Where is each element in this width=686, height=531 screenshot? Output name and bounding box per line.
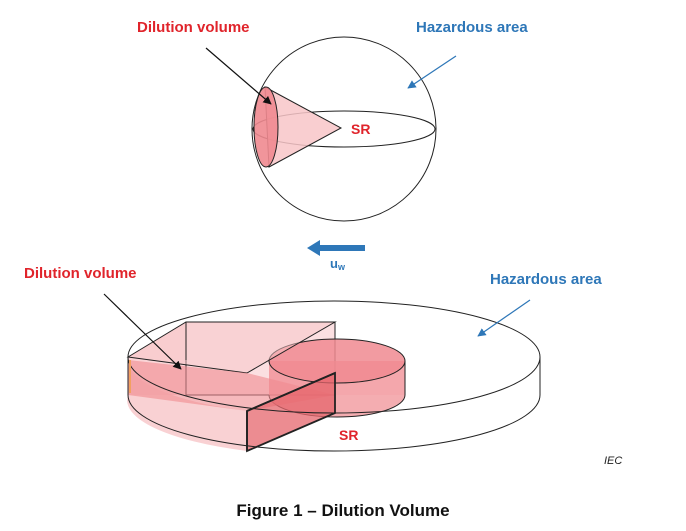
dilution-cone-base: [253, 86, 279, 168]
sphere-equator: [252, 110, 436, 148]
dilution-box-front-top-edge: [246, 372, 336, 412]
bottom-hazard-label: Hazardous area: [490, 271, 602, 288]
top-hazard-leader: [407, 55, 457, 89]
cylinder-back-outline: [127, 300, 541, 358]
cylinder-top-front-outline: [127, 356, 541, 414]
hazard-sphere: [251, 36, 437, 222]
wind-arrow-icon: [307, 240, 320, 256]
iec-credit: IEC: [604, 455, 622, 467]
cylinder-bottom-front-outline: [127, 394, 541, 452]
top-diagram: Dilution volume Hazardous area SR: [137, 19, 528, 222]
cylinder-left-wall-tint: [127, 357, 247, 451]
top-dilution-label: Dilution volume: [137, 19, 250, 36]
top-hazard-label: Hazardous area: [416, 19, 528, 36]
bottom-hazard-leader: [477, 299, 531, 337]
wind-indicator: uw: [307, 240, 365, 272]
figure-caption: Figure 1 – Dilution Volume: [236, 501, 449, 520]
bottom-dilution-leader: [103, 293, 182, 370]
top-dilution-leader: [205, 47, 272, 105]
bottom-dilution-label: Dilution volume: [24, 265, 137, 282]
wind-label: uw: [330, 256, 346, 272]
top-source-label: SR: [351, 121, 370, 137]
wind-label-main: u: [330, 256, 338, 271]
dilution-box-top-face: [126, 321, 337, 374]
bottom-source-label: SR: [339, 427, 358, 443]
wind-arrow-shaft: [318, 245, 365, 251]
wind-label-subscript: w: [337, 262, 346, 272]
bottom-diagram: Dilution volume Hazardous area SR: [24, 265, 602, 453]
